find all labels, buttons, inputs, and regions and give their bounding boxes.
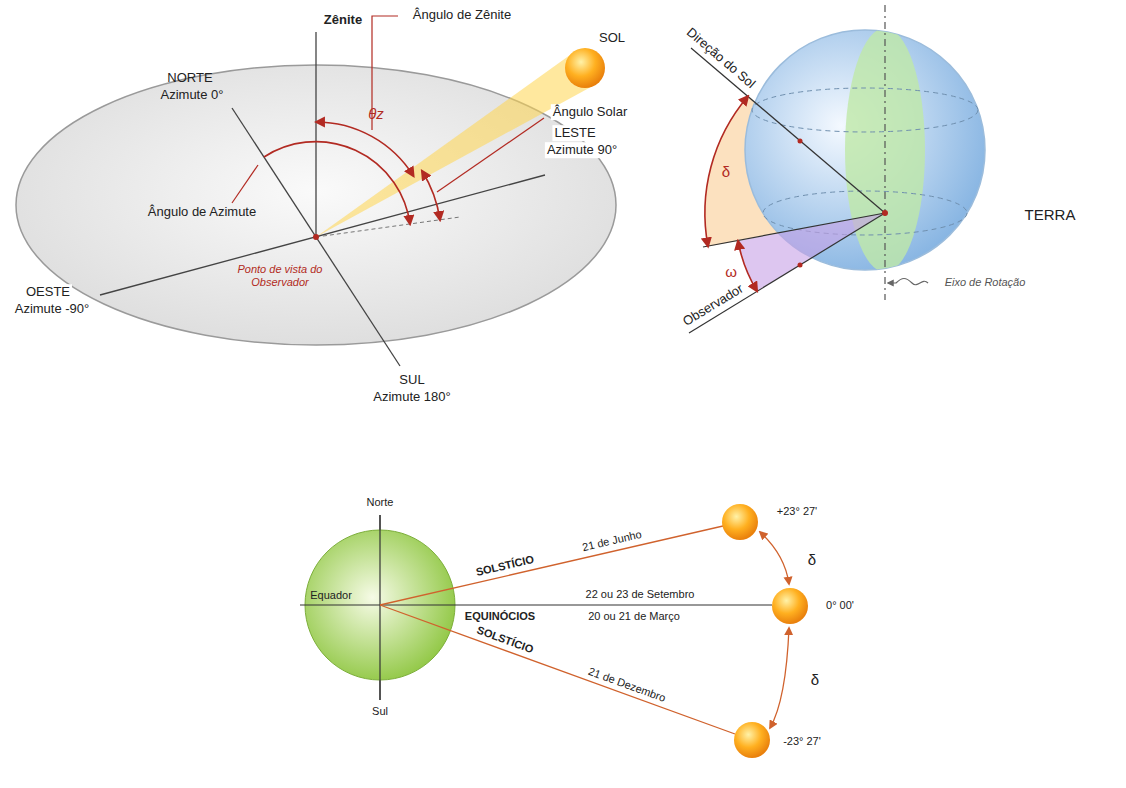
observer-label: Ponto de vista do Observador (228, 263, 332, 289)
declination-arrow (760, 532, 789, 584)
zenith-angle-arc (316, 122, 414, 176)
sun-direction-line (691, 48, 885, 213)
axis-line (379, 515, 380, 700)
azimuth-value: Azimute 180° (371, 389, 452, 405)
azimuth-value: Azimute 90° (545, 142, 619, 158)
rotation-axis (884, 5, 885, 300)
declination-figure (300, 504, 808, 758)
sun-direction-label: Direção do Sol (682, 23, 760, 93)
angle-symbol: δ (806, 551, 818, 569)
declination-arc (705, 96, 748, 246)
zenith-label: Zênite (322, 12, 364, 28)
declination-value: -23° 27' (781, 735, 823, 748)
sun (772, 588, 808, 624)
zenith-line (315, 32, 316, 237)
point-dot (798, 263, 803, 268)
angle-symbol: ω (723, 263, 739, 281)
axis-line (379, 515, 380, 700)
sun-label: SOL (597, 30, 627, 46)
equator-label: Equador (308, 589, 354, 602)
axis-pointer (888, 279, 928, 285)
solar-angle-arc (422, 171, 440, 220)
direction-label: LESTE (552, 125, 597, 141)
hour-angle-sector (738, 213, 885, 291)
observer-label: Observador (678, 280, 748, 331)
equator-plane-line (300, 604, 772, 605)
azimuth-arc (264, 142, 410, 224)
meridian-band (845, 28, 925, 272)
solstice-label: SOLSTÍCIO (473, 623, 537, 657)
date-label: 21 de Junho (579, 527, 645, 554)
leader-line (437, 118, 544, 192)
pole-label: Norte (365, 496, 396, 509)
observer-point (313, 234, 319, 240)
earth-label: TERRA (1023, 206, 1078, 224)
date-label: 21 de Dezembro (585, 664, 670, 706)
angle-label: Ângulo de Zênite (411, 7, 513, 23)
declination-arrow (770, 628, 789, 728)
angle-symbol: δ (720, 163, 732, 181)
angle-symbol: θz (366, 105, 386, 123)
equator-line (763, 191, 967, 235)
declination-value: 0° 00' (824, 599, 856, 612)
angle-label: Ângulo de Azimute (146, 204, 258, 220)
point-dot (798, 139, 803, 144)
pole-label: Sul (370, 705, 390, 718)
sun (734, 722, 770, 758)
declination-value: +23° 27' (775, 505, 819, 518)
solstice-line (380, 526, 723, 605)
sun (565, 48, 605, 88)
solstice-label: SOLSTÍCIO (473, 552, 538, 579)
sun-projection (316, 217, 460, 237)
azimuth-value: Azimute 0° (158, 87, 225, 103)
observer-line (689, 213, 885, 333)
date-label: 20 ou 21 de Março (586, 610, 682, 623)
leader-line (232, 165, 258, 203)
west-east-line (100, 175, 545, 295)
direction-label: NORTE (165, 70, 214, 86)
angle-label: Ângulo Solar (551, 104, 629, 120)
center-dot (882, 210, 888, 216)
azimuth-value: Azimute -90° (13, 301, 92, 317)
horizon-figure (16, 16, 616, 366)
angle-symbol: δ (809, 671, 821, 689)
equinox-label: EQUINÓCIOS (463, 610, 537, 623)
solstice-line (380, 605, 735, 734)
date-label: 22 ou 23 de Setembro (584, 588, 697, 601)
parallel-line (752, 88, 978, 132)
sun (722, 504, 758, 540)
direction-label: SUL (397, 372, 426, 388)
axis-label: Eixo de Rotação (943, 276, 1028, 289)
direction-label: OESTE (24, 284, 72, 300)
